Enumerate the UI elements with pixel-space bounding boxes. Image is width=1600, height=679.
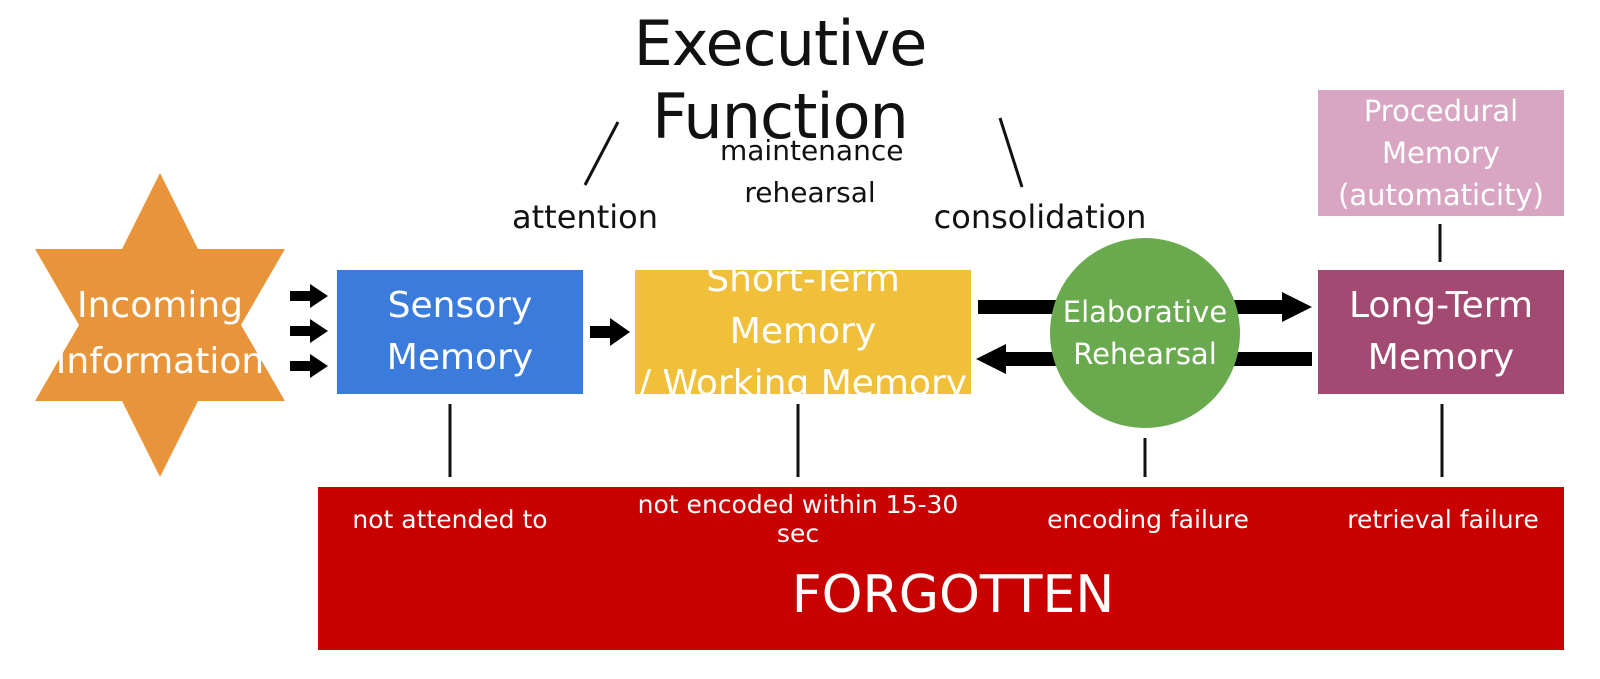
- maintenance-rehearsal-label: maintenance rehearsal: [720, 134, 904, 209]
- forgotten-bar: not attended to not encoded within 15-30…: [318, 487, 1564, 650]
- reason-not-attended: not attended to: [352, 504, 548, 534]
- attention-label: attention: [512, 198, 658, 236]
- reason-retrieval-failure: retrieval failure: [1347, 504, 1539, 534]
- incoming-information-label: Incoming Information: [55, 285, 265, 382]
- short-term-memory-box: Short-Term Memory / Working Memory: [635, 259, 971, 404]
- incoming-arrows: [290, 284, 328, 378]
- consolidation-label: consolidation: [933, 198, 1147, 236]
- consolidation-line: [998, 117, 1024, 188]
- diagram-title-text: Executive Function: [633, 7, 928, 153]
- procedural-memory-box: Procedural Memory (automaticity): [1318, 90, 1564, 216]
- elaborative-rehearsal-circle: Elaborative Rehearsal: [1050, 238, 1240, 428]
- long-term-memory-box: Long-Term Memory: [1318, 270, 1564, 394]
- reason-encoding-failure: encoding failure: [1047, 504, 1249, 534]
- incoming-star-shape: [35, 173, 285, 477]
- reason-not-encoded: not encoded within 15-30 sec: [637, 490, 959, 548]
- sensory-to-stm-arrow: [590, 318, 630, 346]
- sensory-memory-box: Sensory Memory: [337, 270, 583, 394]
- diagram-title: Executive Function: [520, 7, 1040, 153]
- attention-line: [583, 121, 620, 186]
- forgotten-title: FORGOTTEN: [791, 565, 1115, 625]
